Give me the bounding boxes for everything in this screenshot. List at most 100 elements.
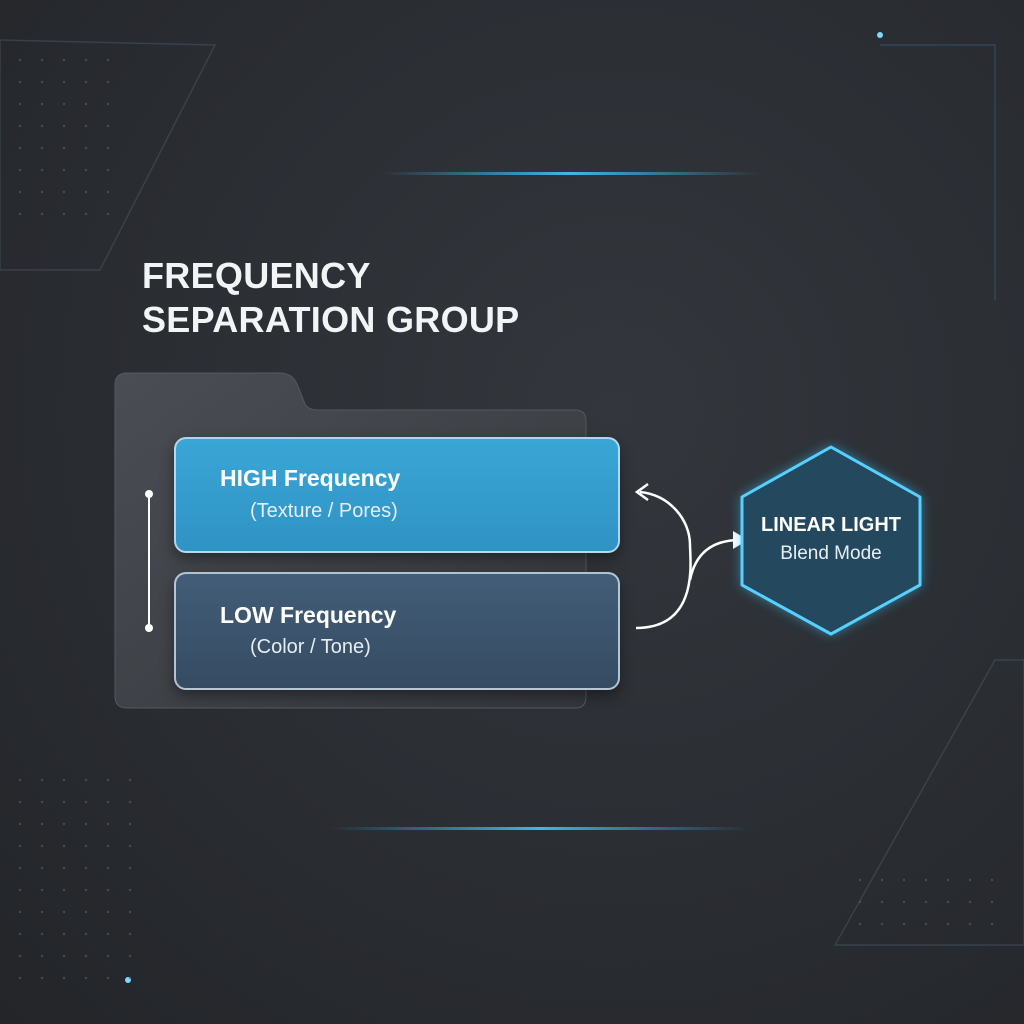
grid-dot [62,932,66,936]
grid-dot [128,910,132,914]
low-frequency-layer[interactable]: LOW Frequency (Color / Tone) [174,572,620,690]
grid-dot [106,844,110,848]
grid-dot [968,900,972,904]
grid-dot [968,922,972,926]
grid-dot [18,976,22,980]
grid-dot [40,822,44,826]
grid-dot [84,778,88,782]
grid-dot [902,922,906,926]
grid-dot [18,866,22,870]
grid-dot [18,146,22,150]
grid-dot [858,900,862,904]
link-dot-bottom [145,624,153,632]
arrow-to-high [635,490,692,630]
grid-dot [40,866,44,870]
grid-dot [40,954,44,958]
grid-dot [40,932,44,936]
layer-detail: (Color / Tone) [250,636,371,658]
grid-dot [106,124,110,128]
grid-dot [128,954,132,958]
grid-dot [18,954,22,958]
grid-dot [40,146,44,150]
grid-dot [84,102,88,106]
grid-dot [84,212,88,216]
link-dot-top [145,490,153,498]
grid-dot [62,800,66,804]
title-line-2: SEPARATION GROUP [142,299,520,340]
grid-dot [62,866,66,870]
grid-dot [62,102,66,106]
grid-dot [62,146,66,150]
grid-dot [40,190,44,194]
grid-dot [106,866,110,870]
grid-dot [18,124,22,128]
grid-dot [18,844,22,848]
grid-dot [106,822,110,826]
grid-dot [62,976,66,980]
grid-dot [946,922,950,926]
grid-dot [968,878,972,882]
grid-dot [858,878,862,882]
grid-dot [84,866,88,870]
grid-dot [84,822,88,826]
grid-dot [858,922,862,926]
grid-dot [40,102,44,106]
grid-dot [62,844,66,848]
grid-dot [40,58,44,62]
grid-dot [62,190,66,194]
grid-dot [40,976,44,980]
grid-dot [84,800,88,804]
grid-dot [84,844,88,848]
grid-dot [880,878,884,882]
grid-dot [128,844,132,848]
grid-dot [128,932,132,936]
grid-dot [106,80,110,84]
grid-dot [84,58,88,62]
layer-name: LOW Frequency [220,602,397,628]
grid-dot [18,102,22,106]
grid-dot [18,800,22,804]
grid-dot [924,878,928,882]
grid-dot [128,976,132,980]
grid-dot [84,888,88,892]
grid-dot [18,822,22,826]
blend-mode-name: LINEAR LIGHT [761,514,901,536]
blend-hexagon [740,445,922,636]
grid-dot [128,822,132,826]
grid-dot [62,80,66,84]
grid-dot [84,932,88,936]
page-title: FREQUENCY SEPARATION GROUP [142,254,520,342]
grid-dot [62,888,66,892]
grid-dot [106,910,110,914]
grid-dot [40,80,44,84]
blend-mode-label: Blend Mode [780,543,882,564]
grid-dot [128,800,132,804]
grid-dot [18,910,22,914]
grid-dot [84,190,88,194]
grid-dot [106,932,110,936]
high-frequency-layer[interactable]: HIGH Frequency (Texture / Pores) [174,437,620,553]
grid-dot [40,910,44,914]
grid-dot [84,976,88,980]
grid-dot [40,778,44,782]
grid-dot [902,878,906,882]
grid-dot [880,922,884,926]
grid-dot [62,822,66,826]
grid-dot [128,778,132,782]
grid-dot [40,888,44,892]
grid-dot [106,954,110,958]
grid-dot [106,190,110,194]
grid-dot [18,888,22,892]
grid-dot [106,976,110,980]
grid-dot [18,80,22,84]
grid-dot [924,922,928,926]
grid-dot [880,900,884,904]
grid-dot [990,900,994,904]
grid-dot [946,900,950,904]
grid-dot [106,102,110,106]
grid-dot [990,878,994,882]
layer-name: HIGH Frequency [220,465,401,491]
grid-dot [18,778,22,782]
grid-dot [106,146,110,150]
grid-dot [40,124,44,128]
